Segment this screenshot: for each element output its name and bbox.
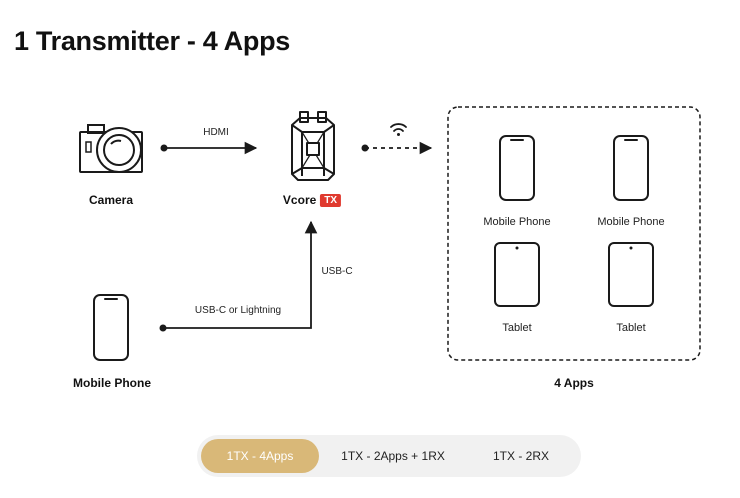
- app-label: Tablet: [616, 322, 646, 334]
- tab-1tx-4apps[interactable]: 1TX - 4Apps: [201, 439, 319, 473]
- mobile-phone-source-icon: [93, 294, 129, 361]
- apps-group-label: 4 Apps: [554, 376, 594, 390]
- usb-connection: [159, 220, 318, 332]
- camera-label: Camera: [88, 193, 134, 207]
- page-title: 1 Transmitter - 4 Apps: [14, 26, 290, 56]
- tx-badge: TX: [320, 194, 342, 207]
- app-label: Tablet: [502, 322, 532, 334]
- wifi-icon: [390, 123, 407, 136]
- app-label: Mobile Phone: [483, 216, 551, 228]
- tab-1tx-2apps-1rx[interactable]: 1TX - 2Apps + 1RX: [341, 449, 445, 463]
- tab-1tx-2rx[interactable]: 1TX - 2RX: [492, 449, 549, 463]
- mobile-phone-icon: [613, 135, 649, 201]
- hdmi-connection: [160, 141, 258, 155]
- hdmi-label: HDMI: [203, 127, 229, 138]
- usb-c-or-lightning-label: USB-C or Lightning: [194, 305, 282, 316]
- tablet-icon: [608, 242, 654, 307]
- mobile-phone-icon: [499, 135, 535, 201]
- mode-tab-bar: 1TX - 4Apps 1TX - 2Apps + 1RX 1TX - 2RX: [197, 435, 581, 477]
- usb-c-label: USB-C: [321, 266, 353, 277]
- camera-icon: [79, 124, 143, 173]
- vcore-name: Vcore: [282, 193, 317, 207]
- apps-group-box: [447, 106, 701, 361]
- wireless-connection: [361, 141, 433, 155]
- vcore-transmitter-icon: [291, 111, 335, 181]
- mobile-phone-source-label: Mobile Phone: [73, 376, 151, 390]
- app-label: Mobile Phone: [597, 216, 665, 228]
- tablet-icon: [494, 242, 540, 307]
